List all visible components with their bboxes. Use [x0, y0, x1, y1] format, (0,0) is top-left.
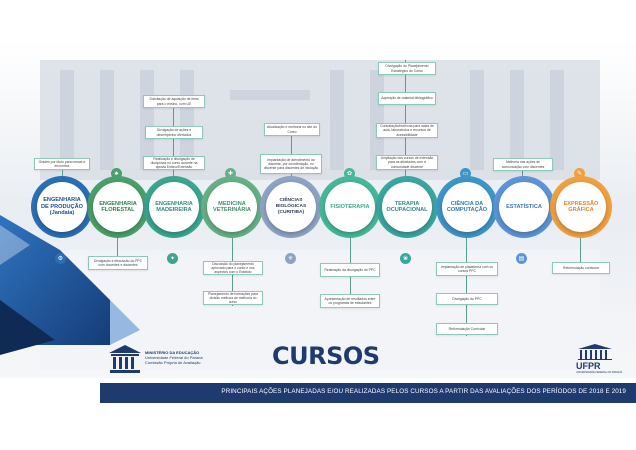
mec-text: MINISTÉRIO DA EDUCAÇÃO Universidade Fede… — [145, 350, 203, 366]
computer-icon: ▭ — [460, 168, 471, 179]
gears-icon: ⚙ — [55, 253, 66, 264]
vet-icon: ✚ — [225, 168, 236, 179]
course-ciencia-computacao: CIÊNCIA DA COMPUTAÇÃO — [442, 182, 492, 232]
mec-line2: Universidade Federal do Paraná — [145, 355, 203, 361]
chart-icon: ▤ — [516, 253, 527, 264]
ufpr-name: UFPR — [576, 361, 601, 371]
footer-text: PRINCIPAIS AÇÕES PLANEJADAS E/OU REALIZA… — [221, 388, 626, 395]
action-box: Divulgação e discussão do PPC com docent… — [88, 256, 148, 270]
mec-logo — [109, 345, 141, 373]
action-box: Melhoria nas ações de comunicação com di… — [493, 158, 553, 171]
action-box: Contratação/melhoria para salas de aula,… — [376, 123, 438, 138]
action-box: Divulgação do PPC — [436, 293, 498, 305]
course-engenharia-producao: ENGENHARIA DE PRODUÇÃO (Jandaia) — [37, 182, 87, 232]
action-box: Reformulação Curricular — [436, 323, 498, 335]
mec-line3: Comissão Própria de Avaliação — [145, 360, 201, 366]
wood-icon: ✦ — [167, 253, 178, 264]
connector-line — [350, 226, 351, 296]
connector-line — [466, 226, 467, 336]
action-box: Implantação de atendimento ao discente, … — [260, 154, 322, 174]
hands-icon: ❀ — [400, 253, 411, 264]
course-engenharia-madeireira: ENGENHARIA MADEIREIRA — [149, 182, 199, 232]
action-box: Ampliação dos cursos de extensão para as… — [376, 155, 438, 170]
action-box: Aquisição de material bibliográfico — [378, 92, 436, 105]
ufpr-subtitle: UNIVERSIDADE FEDERAL DO PARANÁ — [576, 371, 623, 374]
action-box: Atualização e melhoria no site do Curso — [264, 123, 320, 136]
tree-icon: ♣ — [111, 168, 122, 179]
course-medicina-veterinaria: MEDICINA VETERINÁRIA — [207, 182, 257, 232]
course-ciencias-biologicas: CIÊNCIAS BIOLÓGICAS (CURITIBA) — [266, 182, 316, 232]
mec-line1: MINISTÉRIO DA EDUCAÇÃO — [145, 350, 200, 355]
connector-line — [117, 226, 118, 256]
course-estatistica: ESTATÍSTICA — [499, 182, 549, 232]
action-box: Divulgação de ações e desempenho ofertad… — [145, 126, 203, 139]
action-box: Planejamento de formações para divisão m… — [203, 291, 263, 305]
pencil-icon: ✎ — [574, 168, 585, 179]
action-box: Discussão do planejamento aprovado para … — [203, 261, 263, 275]
action-box: Solicitação de aquisição de itens para o… — [143, 95, 205, 108]
action-box: Grades por título para mesas e encontros — [34, 158, 90, 170]
footer-bar — [100, 383, 636, 403]
connector-line — [580, 226, 581, 266]
ufpr-logo — [578, 344, 612, 360]
connector-line — [173, 100, 174, 190]
dna-icon: ✳ — [285, 253, 296, 264]
course-fisioterapia: FISIOTERAPIA — [325, 182, 375, 232]
course-engenharia-florestal: ENGENHARIA FLORESTAL — [93, 182, 143, 232]
physio-icon: ✿ — [344, 168, 355, 179]
course-terapia-ocupacional: TERAPIA OCUPACIONAL — [382, 182, 432, 232]
action-box: Apresentação de resultados entre os prog… — [320, 294, 380, 308]
action-box: Implantação de plataforma com os cursos … — [436, 262, 498, 276]
action-box: Realização da divulgação do PPC — [320, 263, 380, 277]
action-box: Divulgação do Planejamento Estratégico d… — [378, 62, 436, 75]
course-expressao-grafica: EXPRESSÃO GRÁFICA — [556, 182, 606, 232]
action-box: Reformulação curricular — [552, 262, 610, 274]
page-title: CURSOS — [272, 342, 380, 370]
action-box: Realização e divulgação de disciplinas n… — [143, 156, 205, 170]
